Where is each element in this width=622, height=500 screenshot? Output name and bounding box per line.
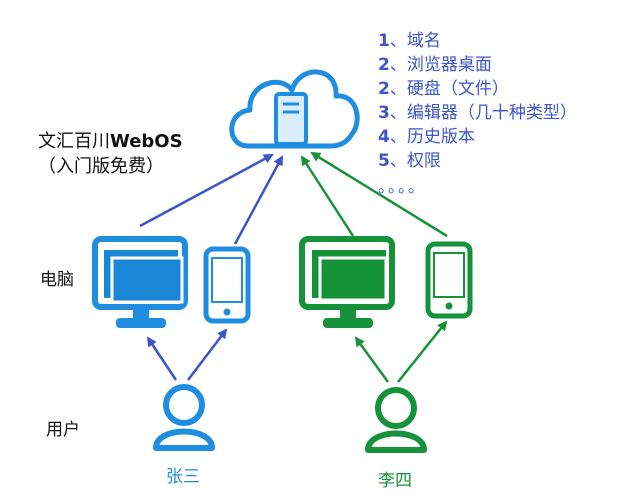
- system-title-brand: WebOS: [110, 131, 183, 152]
- arrow-phone2-cloud: [310, 151, 448, 238]
- arrow-user1-phone1: [187, 328, 228, 381]
- arrow-user1-pc1: [146, 336, 178, 381]
- arrow-user2-phone2: [397, 320, 448, 383]
- user-icon: [153, 384, 215, 451]
- system-title: 文汇百川WebOS: [38, 127, 183, 153]
- arrows-to-cloud: [139, 151, 448, 245]
- feature-item: 1、域名: [378, 31, 441, 51]
- system-title-prefix: 文汇百川: [38, 131, 110, 152]
- device-row-label: 电脑: [40, 270, 74, 290]
- arrow-pc2-cloud: [300, 155, 355, 237]
- monitor-icon: [92, 236, 188, 328]
- arrow-pc1-cloud: [139, 153, 274, 228]
- monitor-icon: [299, 236, 395, 328]
- feature-more-dots: 。。。。: [378, 177, 427, 196]
- user-name-left: 张三: [166, 467, 200, 487]
- arrow-user2-pc2: [354, 336, 390, 383]
- arrows-to-devices: [146, 320, 448, 383]
- feature-item: 5、权限: [378, 151, 441, 171]
- feature-item: 2、硬盘（文件）: [378, 79, 509, 99]
- phone-icon: [425, 241, 473, 319]
- server-icon: [274, 92, 308, 146]
- user-icon: [365, 387, 427, 453]
- feature-item: 4、历史版本: [378, 127, 475, 147]
- feature-item: 3、编辑器（几十种类型）: [378, 103, 577, 123]
- system-subtitle: （入门版免费）: [38, 156, 164, 177]
- feature-list: 1、域名 2、浏览器桌面 2、硬盘（文件） 3、编辑器（几十种类型） 4、历史版…: [378, 29, 618, 197]
- user-row-label: 用户: [46, 420, 80, 440]
- feature-item: 2、浏览器桌面: [378, 55, 492, 75]
- user-name-right: 李四: [378, 471, 412, 491]
- phone-icon: [203, 246, 251, 324]
- arrow-phone1-cloud: [233, 155, 284, 245]
